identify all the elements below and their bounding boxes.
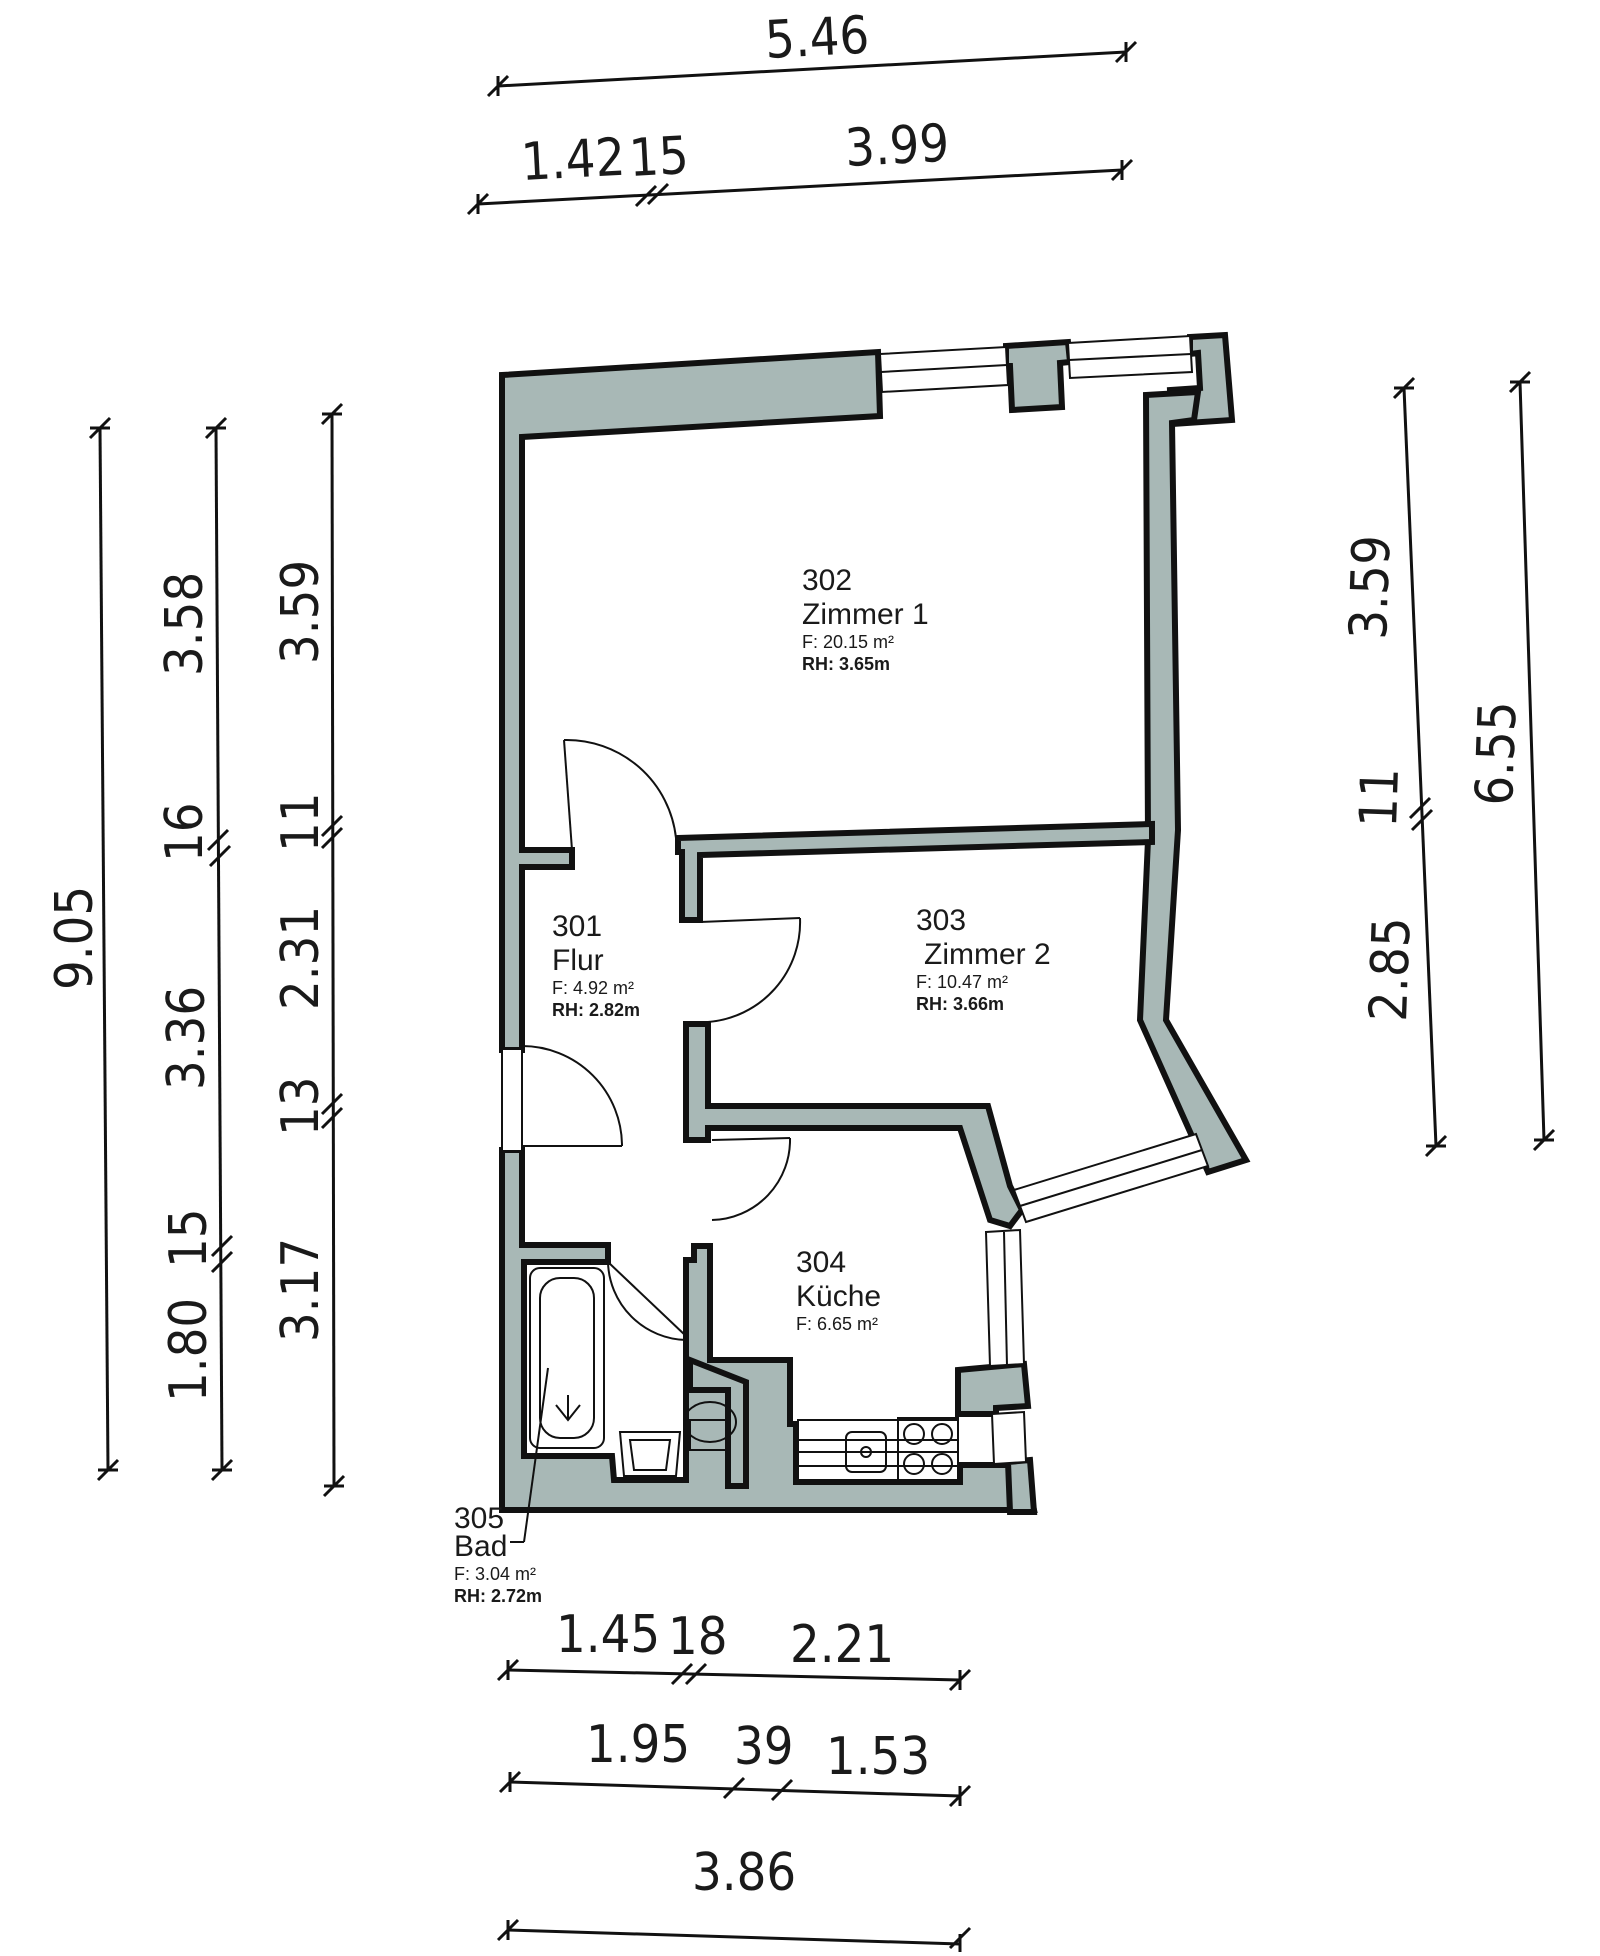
dim-bottom1-c: 2.21 bbox=[790, 1615, 894, 1675]
room-305-height: RH: 2.72m bbox=[454, 1586, 542, 1606]
room-305-area: F: 3.04 m² bbox=[454, 1564, 536, 1584]
washbasin-icon bbox=[618, 1431, 682, 1477]
dim-right1-c: 2.85 bbox=[1359, 916, 1423, 1022]
room-301-name: Flur bbox=[552, 944, 604, 977]
room-303-number: 303 bbox=[916, 904, 966, 937]
dim-left2-c: 3.36 bbox=[157, 986, 217, 1090]
stove-icon bbox=[897, 1417, 959, 1481]
room-303-height: RH: 3.66m bbox=[916, 994, 1004, 1014]
room-301-number: 301 bbox=[552, 910, 602, 943]
dim-top-part-2: 15 bbox=[628, 126, 691, 189]
room-303-area: F: 10.47 m² bbox=[916, 972, 1008, 992]
bathtub-icon bbox=[529, 1267, 605, 1449]
wall-east bbox=[1136, 388, 1251, 1176]
dim-top-part-1: 1.42 bbox=[520, 128, 627, 193]
dim-top-part-3: 3.99 bbox=[844, 114, 951, 179]
fixtures bbox=[510, 1267, 959, 1543]
room-304-number: 304 bbox=[796, 1246, 846, 1279]
toilet-icon bbox=[689, 1419, 731, 1451]
room-302-height: RH: 3.65m bbox=[802, 654, 890, 674]
dim-bottom2-a: 1.95 bbox=[586, 1715, 690, 1775]
wall-partition-rooms bbox=[675, 820, 1155, 923]
dim-bottom-total: 3.86 bbox=[692, 1843, 796, 1903]
dim-left2-d: 15 bbox=[159, 1208, 219, 1268]
dim-left2-a: 3.58 bbox=[155, 572, 215, 676]
dimension-lines: 5.46 1.42 15 3.99 9.05 3.58 16 3.36 15 1… bbox=[45, 6, 1556, 1952]
dim-right1-a: 3.59 bbox=[1339, 534, 1403, 640]
wall-kueche-pier bbox=[955, 1360, 1032, 1417]
dim-bottom2-c: 1.53 bbox=[826, 1727, 930, 1787]
room-301-height: RH: 2.82m bbox=[552, 1000, 640, 1020]
room-304-area: F: 6.65 m² bbox=[796, 1314, 878, 1334]
room-302-area: F: 20.15 m² bbox=[802, 632, 894, 652]
room-305-number: 305 bbox=[454, 1502, 504, 1535]
room-305-name: Bad bbox=[454, 1530, 507, 1563]
wall-west-lower bbox=[499, 1147, 1038, 1513]
dim-left3-a: 3.59 bbox=[271, 560, 331, 664]
dim-left3-e: 3.17 bbox=[271, 1238, 331, 1342]
dim-bottom1-b: 18 bbox=[668, 1607, 728, 1667]
wall-flur-east bbox=[683, 1021, 1026, 1230]
wall-window-pier bbox=[1003, 338, 1074, 414]
room-304-name: Küche bbox=[796, 1280, 881, 1313]
dim-left3-d: 13 bbox=[271, 1076, 331, 1136]
room-302-name: Zimmer 1 bbox=[802, 598, 929, 631]
room-303-name: Zimmer 2 bbox=[924, 938, 1051, 971]
dim-left3-c: 2.31 bbox=[271, 906, 331, 1010]
room-302-number: 302 bbox=[802, 564, 852, 597]
dim-left3-b: 11 bbox=[271, 792, 331, 852]
dim-bottom1-a: 1.45 bbox=[556, 1605, 660, 1665]
wall-bad-kueche bbox=[687, 1355, 749, 1489]
dim-left-total: 9.05 bbox=[45, 886, 105, 990]
dim-bottom2-b: 39 bbox=[734, 1717, 794, 1777]
dim-top-total: 5.46 bbox=[764, 6, 871, 71]
room-301-area: F: 4.92 m² bbox=[552, 978, 634, 998]
dim-right1-b: 11 bbox=[1349, 767, 1411, 829]
dim-left2-e: 1.80 bbox=[159, 1298, 219, 1402]
sink-icon bbox=[845, 1431, 887, 1473]
window-kueche-lower bbox=[990, 1410, 1028, 1466]
dim-right-total: 6.55 bbox=[1465, 700, 1529, 806]
windows bbox=[878, 334, 1210, 1466]
wall-kueche-corner bbox=[1004, 1456, 1038, 1515]
walls bbox=[499, 331, 1251, 1515]
room-labels: 302 Zimmer 1 F: 20.15 m² RH: 3.65m 301 F… bbox=[454, 564, 1051, 1606]
doors bbox=[501, 738, 802, 1341]
dim-left2-b: 16 bbox=[155, 802, 215, 862]
